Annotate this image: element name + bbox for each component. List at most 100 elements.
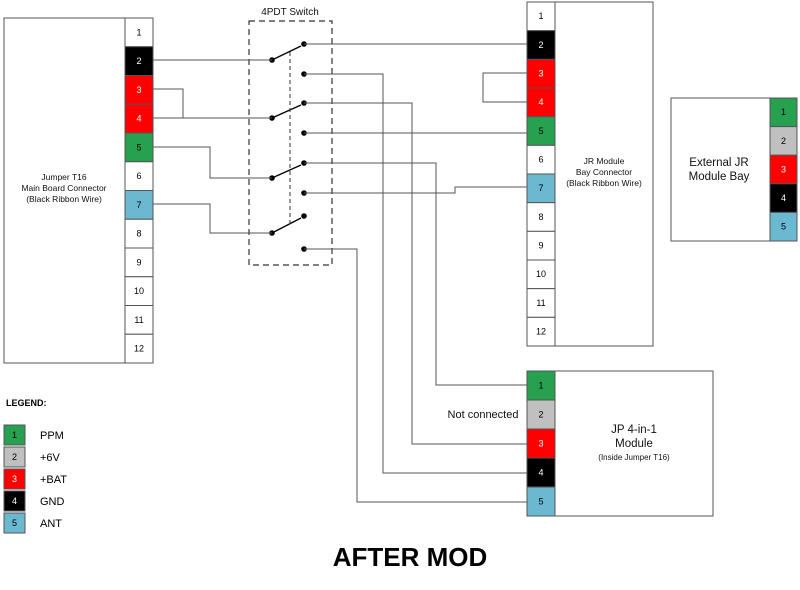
jr-bay-pin-12	[526, 316, 556, 347]
4pdt-switch: 4PDT Switch	[248, 7, 333, 266]
external-bay-pin-5	[769, 211, 798, 242]
jp-module-pin-label: 2	[538, 409, 543, 419]
not-connected-label: Not connected	[448, 409, 519, 421]
switch-blade	[271, 217, 302, 234]
wire	[304, 102, 527, 445]
jp-module-box	[526, 370, 714, 517]
jr-bay-pin-label: 12	[536, 327, 546, 337]
external-bay-pin-label: 4	[781, 193, 786, 203]
legend-swatch-number: 3	[12, 474, 17, 484]
switch-title: 4PDT Switch	[261, 7, 319, 18]
jr-bay-pin-label: 4	[538, 97, 543, 107]
jp-module-pin-label: 1	[538, 380, 543, 390]
jr-bay-pin-10	[526, 259, 556, 290]
t16-title: Jumper T16	[41, 172, 86, 182]
jr-bay-pin-label: 2	[538, 40, 543, 50]
legend-label: PPM	[40, 430, 64, 442]
t16-subtitle: Main Board Connector	[21, 183, 106, 193]
t16-wire-note: (Black Ribbon Wire)	[26, 194, 102, 204]
legend-swatch-4	[3, 490, 26, 512]
switch-contacts	[269, 41, 307, 252]
wire	[153, 203, 272, 234]
switch-outline	[248, 20, 333, 266]
t16-pin-label: 7	[136, 200, 141, 210]
t16-pin-label: 9	[136, 257, 141, 267]
legend-title: LEGEND:	[6, 398, 47, 408]
jr-bay-pin-1	[526, 1, 556, 32]
wire	[482, 72, 527, 103]
t16-pin-7	[124, 190, 154, 220]
legend-swatch-3	[3, 468, 26, 490]
jr-bay-subtitle: Bay Connector	[576, 167, 632, 177]
t16-pin-3	[124, 75, 154, 105]
switch-throw-contact	[301, 213, 307, 219]
legend-swatch-1	[3, 424, 26, 446]
legend-label: +BAT	[40, 474, 67, 486]
external-bay-pin-1	[769, 97, 798, 128]
jp-module-pin-2	[526, 399, 556, 430]
external-bay-pin-label: 1	[781, 107, 786, 117]
jp-module-pin-5	[526, 486, 556, 517]
t16-pin-label: 6	[136, 171, 141, 181]
t16-pin-5	[124, 132, 154, 163]
jp-module-note: (Inside Jumper T16)	[598, 453, 670, 462]
t16-pin-label: 10	[134, 286, 144, 296]
jr-bay-wire-note: (Black Ribbon Wire)	[566, 178, 642, 188]
jr-bay-title: JR Module	[584, 156, 625, 166]
switch-blade	[271, 164, 302, 179]
switch-blade	[271, 104, 302, 119]
external-bay-pin-label: 2	[781, 136, 786, 146]
external-bay-title-1: External JR	[689, 157, 748, 169]
legend-label: GND	[40, 496, 65, 508]
jp-module-pin-1	[526, 370, 556, 401]
legend-label: ANT	[40, 518, 62, 530]
jp-module-title-1: JP 4-in-1	[611, 424, 657, 436]
jr-bay-pin-label: 1	[538, 11, 543, 21]
jr-bay-pin-label: 6	[538, 155, 543, 165]
t16-pin-label: 4	[136, 114, 141, 124]
wire	[304, 73, 527, 474]
jp-module-pin-label: 4	[538, 467, 543, 477]
jr-bay-pin-6	[526, 144, 556, 175]
t16-pin-label: 3	[136, 85, 141, 95]
external-bay-pin-label: 5	[781, 222, 786, 232]
t16-pin-12	[124, 333, 154, 364]
footer-title: AFTER MOD	[333, 542, 488, 572]
wire	[153, 146, 272, 179]
external-bay-pin-column: 1 2 3 4 5	[769, 97, 798, 242]
t16-pin-label: 1	[136, 27, 141, 37]
t16-pin-label: 8	[136, 229, 141, 239]
jr-bay-pin-label: 8	[538, 212, 543, 222]
jr-bay-pin-2	[526, 30, 556, 60]
legend-swatch-number: 5	[12, 518, 17, 528]
legend-swatch-2	[3, 446, 26, 468]
t16-pin-label: 5	[136, 142, 141, 152]
external-bay-pin-3	[769, 154, 798, 185]
external-bay-pin-2	[769, 126, 798, 156]
jr-bay-pin-label: 11	[536, 298, 545, 308]
jr-bay-pin-label: 7	[538, 183, 543, 193]
t16-pin-11	[124, 305, 154, 335]
legend-swatch-number: 4	[12, 496, 17, 506]
wire	[304, 162, 527, 386]
external-jr-bay: 1 2 3 4 5 External JR Module Bay	[670, 97, 798, 242]
legend-label: +6V	[40, 452, 61, 464]
legend-swatch-5	[3, 512, 26, 534]
wire	[304, 248, 527, 503]
external-bay-pin-4	[769, 183, 798, 213]
jr-bay-pin-label: 9	[538, 241, 543, 251]
jr-bay-pin-label: 10	[536, 269, 546, 279]
t16-pin-label: 11	[134, 315, 143, 325]
external-bay-title-2: Module Bay	[689, 171, 750, 183]
external-bay-pin-label: 3	[781, 164, 786, 174]
wire	[153, 88, 184, 119]
legend-swatch-number: 1	[12, 430, 17, 440]
